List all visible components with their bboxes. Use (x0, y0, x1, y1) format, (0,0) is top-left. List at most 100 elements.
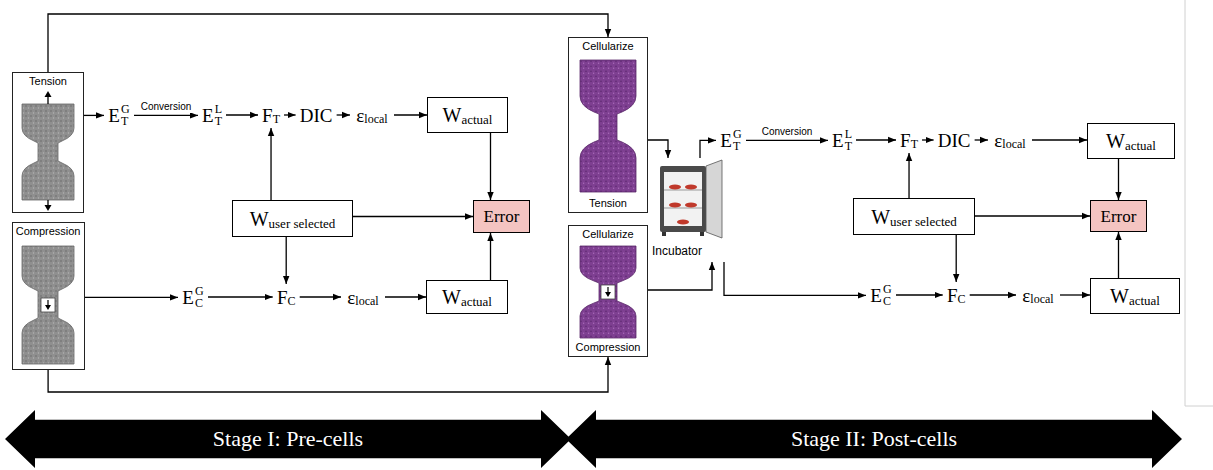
superscript: G (733, 128, 742, 141)
flow-arrow (956, 235, 957, 282)
strain-symbol: εlocal (341, 284, 385, 310)
compression-specimen (22, 246, 74, 364)
subscript: local (364, 113, 387, 125)
stage-arrow: Stage I: Pre-cells (5, 410, 571, 468)
symbol-group: DIC (300, 106, 333, 125)
symbol-text: E (182, 288, 194, 307)
symbol-text: E (202, 106, 214, 125)
symbol-text: Error (1101, 208, 1137, 225)
symbol-text: E (108, 106, 120, 125)
force-symbol: FT (896, 127, 922, 153)
superscript: G (121, 103, 130, 116)
dic-step: DIC (296, 102, 337, 128)
subscript: T (845, 140, 852, 153)
superscript: L (845, 128, 852, 141)
compression-specimen-panel: Compression (12, 222, 85, 370)
symbol-group: Error (484, 208, 520, 225)
flow-arrow (896, 294, 943, 295)
flow-arrow (134, 115, 198, 116)
work-selected-box: Wuser selected (853, 198, 975, 235)
symbol-group: ELT (202, 103, 222, 128)
symbol-text: F (900, 131, 911, 150)
symbol-text: E (870, 286, 882, 305)
flow-arrow (490, 133, 491, 200)
panel-label: Tension (29, 75, 67, 88)
subscript: T (215, 115, 222, 128)
incubator: Incubator (650, 158, 730, 262)
flow-arrow (385, 296, 426, 297)
modulus-symbol: EGC (178, 282, 208, 312)
flow-arrow (975, 215, 1090, 216)
symbol-group: Wuser selected (871, 207, 957, 227)
symbol-text: Error (484, 208, 520, 225)
subscript: T (733, 140, 742, 153)
tension-specimen-panel: Tension (12, 72, 84, 213)
symbol-text: ε (1022, 286, 1030, 305)
panel-label: Incubator (652, 244, 702, 258)
symbol-text: ε (356, 106, 364, 125)
symbol-text: W (442, 287, 461, 307)
symbol-text: W (1106, 131, 1125, 151)
flow-arrow (48, 14, 608, 72)
subscript: actual (1129, 294, 1160, 307)
flow-arrow (856, 139, 896, 140)
work-actual-box: Wactual (1087, 123, 1175, 159)
error-box: Error (1090, 200, 1147, 232)
superscript: L (215, 103, 222, 116)
index-stack: GC (195, 285, 204, 310)
symbol-text: DIC (300, 106, 333, 125)
stage-arrow: Stage II: Post-cells (566, 410, 1182, 468)
subscript: T (121, 115, 130, 128)
flow-arrow (970, 294, 1016, 295)
incubator-icon (660, 160, 722, 238)
strain-symbol: εlocal (1016, 282, 1060, 308)
symbol-text: W (443, 105, 462, 125)
symbol-text: E (720, 131, 732, 150)
flow-arrow (1118, 159, 1119, 200)
symbol-group: FT (900, 131, 918, 150)
force-symbol: FC (273, 284, 300, 310)
flow-arrow (226, 114, 258, 115)
tension-specimen (22, 91, 74, 211)
symbol-group: EGT (108, 103, 129, 128)
subscript: user selected (890, 215, 957, 228)
flow-arrow (490, 233, 491, 280)
panel-label: Compression (576, 341, 641, 354)
modulus-symbol: EGC (866, 280, 896, 310)
error-box: Error (473, 200, 530, 233)
subscript: local (355, 295, 378, 307)
subscript: C (195, 297, 204, 310)
cellularized-panel: CellularizeTension (568, 37, 648, 213)
edge-label: Conversion (140, 101, 193, 113)
flow-arrow (337, 114, 350, 115)
panel-label: Tension (589, 197, 627, 210)
flow-arrow (700, 140, 716, 158)
modulus-symbol: ELT (198, 100, 226, 130)
work-selected-box: Wuser selected (232, 200, 353, 237)
panel-label: Cellularize (582, 40, 633, 53)
symbol-group: εlocal (347, 288, 378, 307)
double-arrow (566, 410, 1182, 468)
cellularized-compression-specimen (580, 246, 636, 338)
symbol-group: FC (947, 286, 966, 305)
subscript: T (273, 113, 280, 125)
stage-label: Stage II: Post-cells (791, 426, 957, 452)
flow-arrow (353, 216, 473, 217)
index-stack: LT (845, 128, 852, 153)
symbol-group: ELT (832, 128, 852, 153)
panel-label: Compression (16, 225, 81, 238)
subscript: local (1002, 138, 1025, 150)
symbol-text: W (250, 209, 269, 229)
flow-arrow (270, 128, 271, 200)
subscript: C (883, 295, 892, 308)
subscript: user selected (269, 217, 336, 230)
page-frame (1185, 0, 1213, 406)
symbol-group: Wactual (1106, 131, 1156, 151)
flow-arrow (1118, 232, 1119, 278)
flow-arrow (48, 357, 608, 392)
subscript: local (1030, 293, 1053, 305)
flow-arrow (84, 115, 104, 116)
modulus-symbol: ELT (828, 125, 856, 155)
symbol-group: FC (277, 288, 296, 307)
